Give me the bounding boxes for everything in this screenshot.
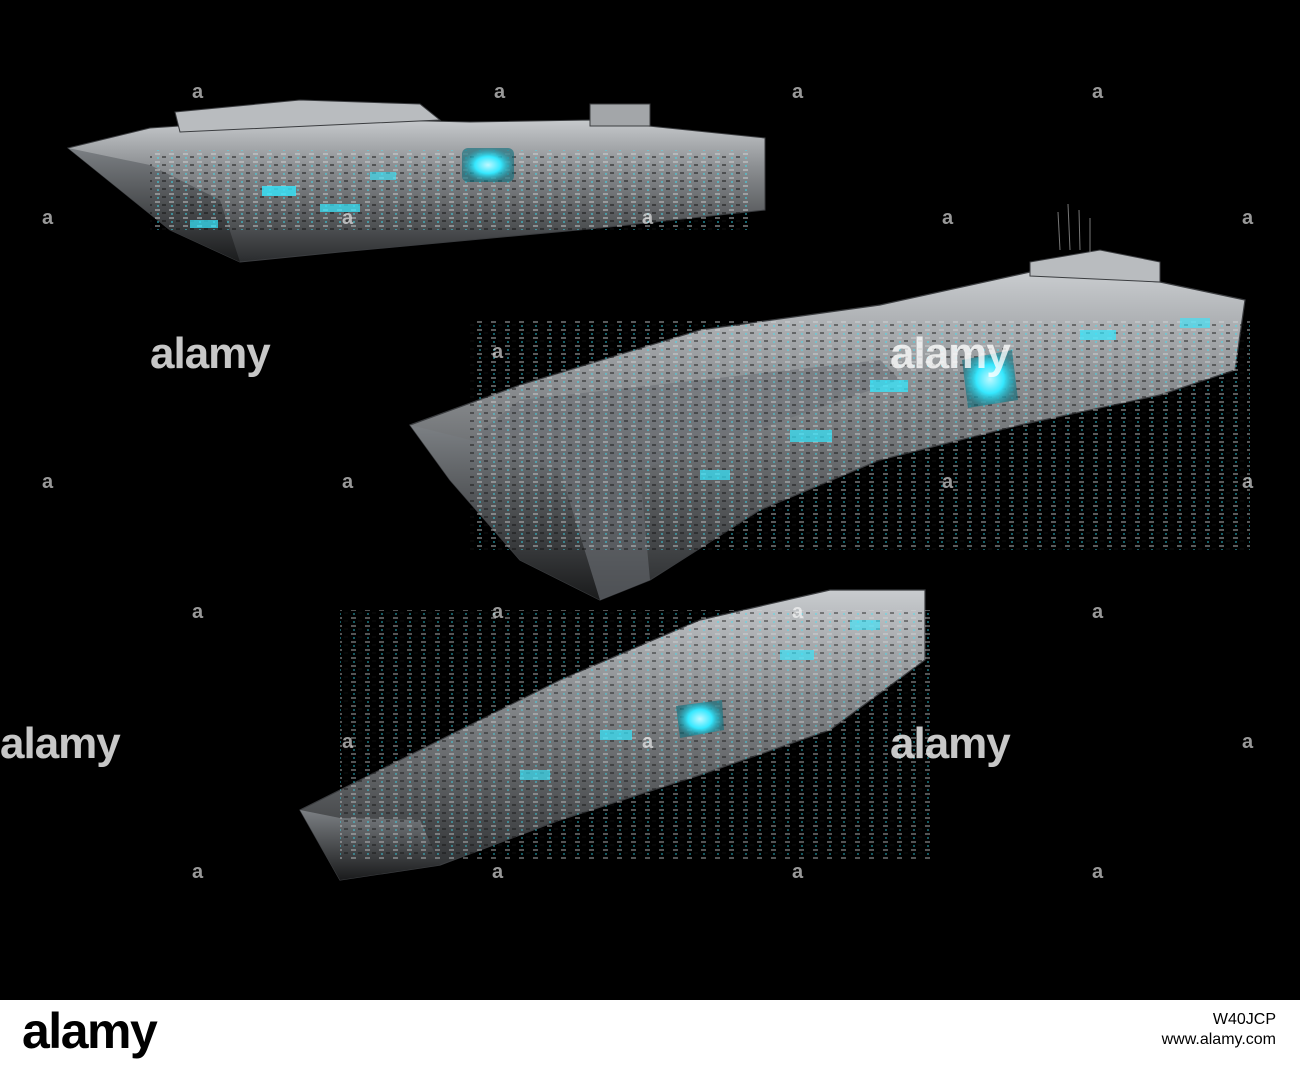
watermark-mark: a bbox=[192, 861, 204, 883]
watermark-mark: a bbox=[492, 601, 504, 623]
watermark-mark: a bbox=[42, 471, 54, 493]
watermark-text: alamy bbox=[0, 719, 121, 768]
watermark-mark: a bbox=[792, 861, 804, 883]
footer-bar: alamy W40JCP www.alamy.com bbox=[0, 1000, 1300, 1065]
watermark-mark: a bbox=[342, 471, 354, 493]
watermark-text: alamy bbox=[150, 329, 271, 378]
watermark-mark: a bbox=[42, 207, 54, 229]
watermark-mark: a bbox=[342, 731, 354, 753]
spaceships-illustration bbox=[66, 99, 1250, 881]
watermark-mark: a bbox=[1242, 207, 1254, 229]
watermark-mark: a bbox=[642, 207, 654, 229]
watermark-mark: a bbox=[642, 731, 654, 753]
watermark-mark: a bbox=[1242, 471, 1254, 493]
watermark-mark: a bbox=[342, 207, 354, 229]
footer-brand-logo: alamy bbox=[22, 1003, 158, 1059]
watermark-mark: a bbox=[492, 861, 504, 883]
watermark-mark: a bbox=[1242, 731, 1254, 753]
watermark-mark: a bbox=[192, 601, 204, 623]
footer-image-info: W40JCP www.alamy.com bbox=[1162, 1010, 1276, 1050]
watermark-text: alamy bbox=[890, 329, 1011, 378]
watermark-mark: a bbox=[792, 81, 804, 103]
spaceship-large bbox=[409, 203, 1250, 601]
spaceship-upper-left bbox=[66, 99, 766, 263]
photo-scene: alamy alamy alamy alamy a a a a a a a a … bbox=[0, 81, 1254, 883]
watermark-mark: a bbox=[192, 81, 204, 103]
spaceship-lower bbox=[299, 589, 930, 881]
watermark-mark: a bbox=[1092, 601, 1104, 623]
watermark-text: alamy bbox=[890, 719, 1011, 768]
footer-site-url: www.alamy.com bbox=[1161, 1031, 1276, 1048]
watermark-mark: a bbox=[1092, 81, 1104, 103]
watermark-mark: a bbox=[942, 471, 954, 493]
watermark-mark: a bbox=[942, 207, 954, 229]
watermark-mark: a bbox=[494, 81, 506, 103]
watermark-mark: a bbox=[492, 341, 504, 363]
watermark-mark: a bbox=[1092, 861, 1104, 883]
watermark-mark: a bbox=[792, 601, 804, 623]
footer-image-id: W40JCP bbox=[1212, 1011, 1276, 1028]
